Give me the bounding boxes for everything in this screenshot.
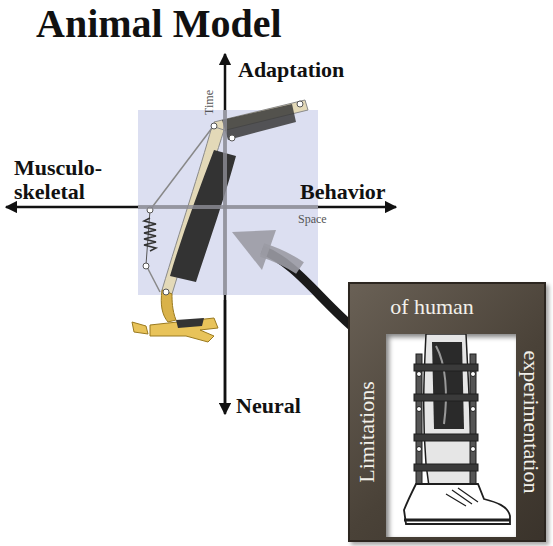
axis-caption: Space bbox=[298, 213, 327, 226]
transfer-arrow bbox=[232, 230, 356, 330]
human-orthosis bbox=[386, 334, 516, 537]
axis-label: Adaptation bbox=[238, 58, 344, 82]
frame-text-right: experimentation bbox=[520, 351, 542, 494]
animal-leg bbox=[132, 100, 308, 342]
frame-text-top: of human bbox=[390, 296, 474, 318]
frame-window bbox=[386, 334, 516, 537]
axis-cross bbox=[138, 205, 318, 209]
musculoskeletal-axis bbox=[6, 206, 120, 209]
limitations-frame: Limitations of human experimentation bbox=[348, 282, 546, 542]
title: Animal Model bbox=[36, 2, 282, 46]
space-axis bbox=[120, 206, 396, 209]
axis-caption: Time bbox=[203, 90, 216, 115]
axis-cross bbox=[223, 110, 227, 295]
axis-label: Neural bbox=[236, 394, 301, 418]
axis-label: Musculo- skeletal bbox=[14, 156, 114, 204]
frame-text-left: Limitations bbox=[356, 381, 378, 482]
neural-axis bbox=[224, 300, 227, 414]
axis-label: Behavior bbox=[300, 180, 386, 204]
